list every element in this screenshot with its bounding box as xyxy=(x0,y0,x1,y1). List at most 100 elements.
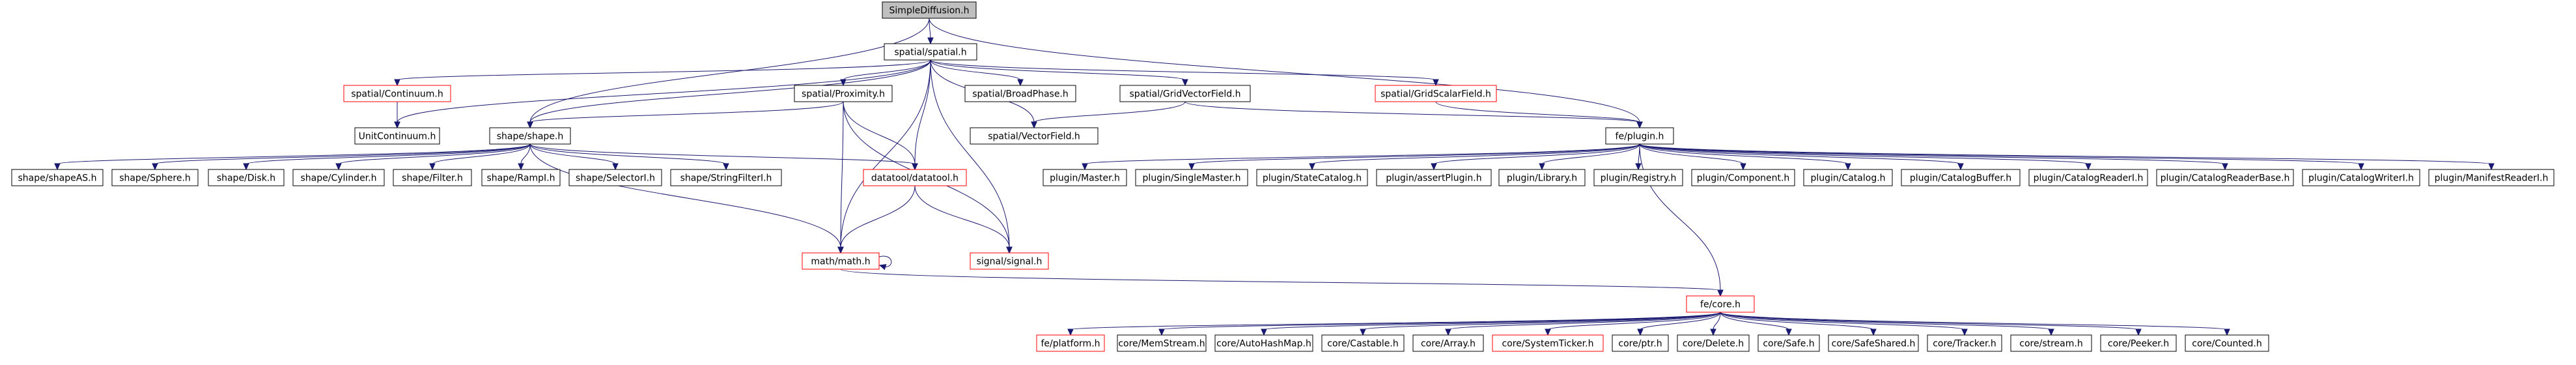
node-box xyxy=(863,169,967,186)
node-box xyxy=(1612,334,1669,352)
node-statecatalog[interactable]: plugin/StateCatalog.h xyxy=(1256,169,1368,186)
node-box xyxy=(1256,169,1368,186)
node-datatool[interactable]: datatool/datatool.h xyxy=(863,169,967,186)
node-array[interactable]: core/Array.h xyxy=(1412,334,1484,352)
node-peeker[interactable]: core/Peeker.h xyxy=(2100,334,2177,352)
edge-plugin-to-catalog xyxy=(1639,143,1851,171)
node-library[interactable]: plugin/Library.h xyxy=(1498,169,1586,186)
node-box xyxy=(11,169,104,186)
node-autohashmap[interactable]: core/AutoHashMap.h xyxy=(1214,334,1313,352)
node-label: fe/core.h xyxy=(1700,300,1741,310)
node-label: datatool/datatool.h xyxy=(871,173,959,184)
node-gridscalar[interactable]: spatial/GridScalarField.h xyxy=(1375,85,1497,102)
node-box xyxy=(111,169,199,186)
node-safe[interactable]: core/Safe.h xyxy=(1757,334,1820,352)
edge-continuum-to-unitcontinuum xyxy=(394,102,400,129)
node-catalog[interactable]: plugin/Catalog.h xyxy=(1803,169,1893,186)
node-label: shape/Filter.h xyxy=(402,173,463,184)
edge-plugin-to-core xyxy=(1639,143,1724,297)
edge-spatial-to-datatool xyxy=(912,59,931,171)
node-systemticker[interactable]: core/SystemTicker.h xyxy=(1492,334,1604,352)
edge-core-to-memstream xyxy=(1158,312,1721,336)
node-disk[interactable]: shape/Disk.h xyxy=(208,169,285,186)
node-label: core/Tracker.h xyxy=(1933,339,1996,349)
node-ramp[interactable]: shape/RampI.h xyxy=(481,169,561,186)
node-box xyxy=(393,169,472,186)
edge-core-to-stream xyxy=(1720,312,2054,336)
edge-spatial-to-broadphase xyxy=(930,59,1024,87)
node-filter[interactable]: shape/Filter.h xyxy=(393,169,472,186)
node-catalogreader[interactable]: plugin/CatalogReaderI.h xyxy=(2028,169,2148,186)
node-spatial[interactable]: spatial/spatial.h xyxy=(884,43,977,61)
node-stream[interactable]: core/stream.h xyxy=(2010,334,2092,352)
node-box xyxy=(1321,334,1405,352)
node-master[interactable]: plugin/Master.h xyxy=(1043,169,1127,186)
node-box xyxy=(481,169,561,186)
node-unitcontinuum[interactable]: UnitContinuum.h xyxy=(354,127,440,145)
node-stringfilter[interactable]: shape/StringFilterI.h xyxy=(670,169,782,186)
node-signal[interactable]: signal/signal.h xyxy=(970,252,1049,270)
node-box xyxy=(670,169,782,186)
node-label: spatial/Proximity.h xyxy=(802,89,885,100)
node-root[interactable]: SimpleDiffusion.h xyxy=(882,1,977,19)
edge-core-to-delete xyxy=(1710,312,1721,336)
node-vectorfield[interactable]: spatial/VectorField.h xyxy=(970,127,1099,145)
node-label: plugin/StateCatalog.h xyxy=(1263,173,1362,184)
edge-shape-to-selector xyxy=(529,143,619,171)
node-box xyxy=(794,85,893,102)
node-selector[interactable]: shape/SelectorI.h xyxy=(568,169,662,186)
node-plugin[interactable]: fe/plugin.h xyxy=(1605,127,1674,145)
node-proximity[interactable]: spatial/Proximity.h xyxy=(794,85,893,102)
edge-plugin-to-statecatalog xyxy=(1309,143,1640,171)
edge-core-to-ptr xyxy=(1637,312,1721,336)
node-catalogbuffer[interactable]: plugin/CatalogBuffer.h xyxy=(1901,169,2021,186)
node-registry[interactable]: plugin/Registry.h xyxy=(1593,169,1683,186)
node-label: spatial/GridScalarField.h xyxy=(1380,89,1491,100)
node-box xyxy=(964,85,1076,102)
edge-plugin-to-component xyxy=(1639,143,1746,171)
node-castable[interactable]: core/Castable.h xyxy=(1321,334,1405,352)
node-box xyxy=(970,127,1099,145)
node-catalogwriter[interactable]: plugin/CatalogWriterI.h xyxy=(2302,169,2420,186)
edge-shape-to-disk xyxy=(243,143,531,171)
node-label: plugin/CatalogBuffer.h xyxy=(1910,173,2011,184)
node-label: spatial/GridVectorField.h xyxy=(1130,89,1241,100)
node-tracker[interactable]: core/Tracker.h xyxy=(1927,334,2002,352)
node-label: plugin/Component.h xyxy=(1697,173,1790,184)
edge-plugin-to-master xyxy=(1082,143,1640,171)
node-memstream[interactable]: core/MemStream.h xyxy=(1117,334,1207,352)
node-label: core/SystemTicker.h xyxy=(1502,339,1594,349)
node-sphere[interactable]: shape/Sphere.h xyxy=(111,169,199,186)
edge-shape-to-filter xyxy=(429,143,531,171)
edge-core-to-systemticker xyxy=(1545,312,1721,336)
node-cylinder[interactable]: shape/Cylinder.h xyxy=(292,169,385,186)
node-box xyxy=(2185,334,2269,352)
node-singlemaster[interactable]: plugin/SingleMaster.h xyxy=(1135,169,1248,186)
node-continuum[interactable]: spatial/Continuum.h xyxy=(343,85,451,102)
node-component[interactable]: plugin/Component.h xyxy=(1691,169,1795,186)
edge-plugin-to-assertplugin xyxy=(1431,143,1640,171)
node-shape[interactable]: shape/shape.h xyxy=(489,127,571,145)
edge-shape-to-sphere xyxy=(152,143,531,171)
node-box xyxy=(1117,334,1207,352)
node-manifestreader[interactable]: plugin/ManifestReaderI.h xyxy=(2428,169,2555,186)
node-delete[interactable]: core/Delete.h xyxy=(1677,334,1750,352)
node-ptr[interactable]: core/ptr.h xyxy=(1612,334,1669,352)
node-shapeAS[interactable]: shape/shapeAS.h xyxy=(11,169,104,186)
node-assertplugin[interactable]: plugin/assertPlugin.h xyxy=(1376,169,1492,186)
node-catalogreaderbase[interactable]: plugin/CatalogReaderBase.h xyxy=(2156,169,2294,186)
node-gridvector[interactable]: spatial/GridVectorField.h xyxy=(1119,85,1251,102)
node-box xyxy=(1214,334,1313,352)
node-box xyxy=(1691,169,1795,186)
edge-shape-to-math xyxy=(529,143,844,254)
node-counted[interactable]: core/Counted.h xyxy=(2185,334,2269,352)
node-broadphase[interactable]: spatial/BroadPhase.h xyxy=(964,85,1076,102)
edge-shape-to-cylinder xyxy=(335,143,531,171)
edge-plugin-to-catalogbuffer xyxy=(1639,143,1964,171)
node-core[interactable]: fe/core.h xyxy=(1686,295,1755,313)
edge-core-to-platform xyxy=(1067,312,1721,336)
node-safeshared[interactable]: core/SafeShared.h xyxy=(1828,334,1919,352)
edge-gridvector-to-plugin xyxy=(1184,101,1643,129)
node-platform[interactable]: fe/platform.h xyxy=(1036,334,1105,352)
node-math[interactable]: math/math.h xyxy=(802,252,880,270)
